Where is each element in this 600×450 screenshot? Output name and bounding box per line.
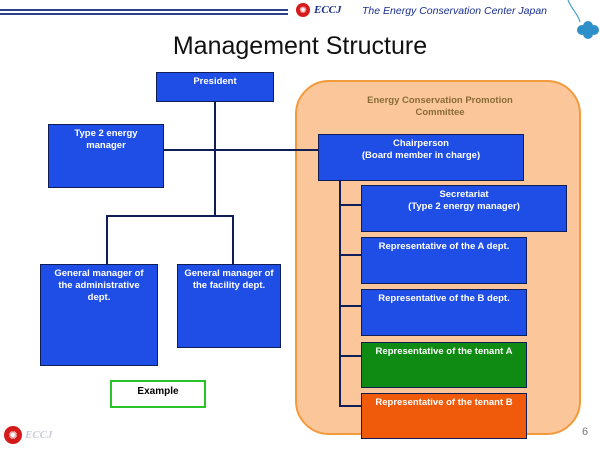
connector-gm-admin <box>106 215 108 265</box>
node-secretariat: Secretariat (Type 2 energy manager) <box>361 185 567 232</box>
connector-committee-spine <box>339 180 341 406</box>
header-rule-top <box>0 9 288 11</box>
connector-rep-tenant-a <box>339 355 361 357</box>
page-title: Management Structure <box>172 32 428 60</box>
clover-icon <box>567 0 599 39</box>
node-rep-a-label: Representative of the A dept. <box>378 241 510 252</box>
connector-secretariat <box>339 204 361 206</box>
node-gm-facility-line2: the facility dept. <box>192 280 266 291</box>
node-type2-manager-line1: Type 2 energy <box>74 128 138 139</box>
node-president: President <box>156 72 274 102</box>
header-logo: ✺ ECCJ <box>296 3 342 17</box>
node-rep-a: Representative of the A dept. <box>361 237 527 284</box>
committee-title-line2: Committee <box>415 107 465 118</box>
node-rep-tenant-a-label: Representative of the tenant A <box>375 346 513 357</box>
connector-president-down <box>214 101 216 216</box>
node-gm-admin-line3: dept. <box>87 292 111 303</box>
node-gm-admin-line1: General manager of <box>54 268 144 279</box>
connector-gm-facility <box>232 215 234 265</box>
committee-title-line1: Energy Conservation Promotion <box>367 95 513 106</box>
node-gm-facility-line1: General manager of <box>184 268 274 279</box>
connector-rep-a <box>339 254 361 256</box>
node-secretariat-line1: Secretariat <box>439 189 489 200</box>
connector-rep-tenant-b <box>339 405 361 407</box>
node-gm-admin: General manager of the administrative de… <box>40 264 158 366</box>
node-rep-b-label: Representative of the B dept. <box>378 293 510 304</box>
connector-rep-b <box>339 305 361 307</box>
node-chairperson-line1: Chairperson <box>393 138 449 149</box>
page-number: 6 <box>582 426 589 438</box>
header-org-name: The Energy Conservation Center Japan <box>362 5 548 17</box>
connector-split-horizontal <box>106 215 234 217</box>
node-gm-facility: General manager of the facility dept. <box>177 264 281 348</box>
committee-title: Energy Conservation Promotion Committee <box>340 95 540 119</box>
header-rule-bottom <box>0 13 288 15</box>
example-label-box: Example <box>110 380 206 408</box>
node-type2-manager: Type 2 energy manager <box>48 124 164 188</box>
footer-logo-text: ECCJ <box>25 429 53 441</box>
node-rep-b: Representative of the B dept. <box>361 289 527 336</box>
node-rep-tenant-b: Representative of the tenant B <box>361 393 527 439</box>
connector-horizontal-main <box>164 149 318 151</box>
node-rep-tenant-b-label: Representative of the tenant B <box>375 397 513 408</box>
node-chairperson-line2: (Board member in charge) <box>361 150 481 161</box>
node-secretariat-line2: (Type 2 energy manager) <box>408 201 520 212</box>
header-logo-text: ECCJ <box>314 4 342 16</box>
node-rep-tenant-a: Representative of the tenant A <box>361 342 527 388</box>
sunburst-logo-icon-footer: ✺ <box>4 426 22 444</box>
node-chairperson: Chairperson (Board member in charge) <box>318 134 524 181</box>
node-gm-admin-line2: the administrative <box>58 280 140 291</box>
example-label-text: Example <box>137 386 179 397</box>
node-president-label: President <box>193 76 237 87</box>
sunburst-logo-icon: ✺ <box>296 3 310 17</box>
footer-logo: ✺ ECCJ <box>4 426 53 444</box>
node-type2-manager-line2: manager <box>86 140 126 151</box>
